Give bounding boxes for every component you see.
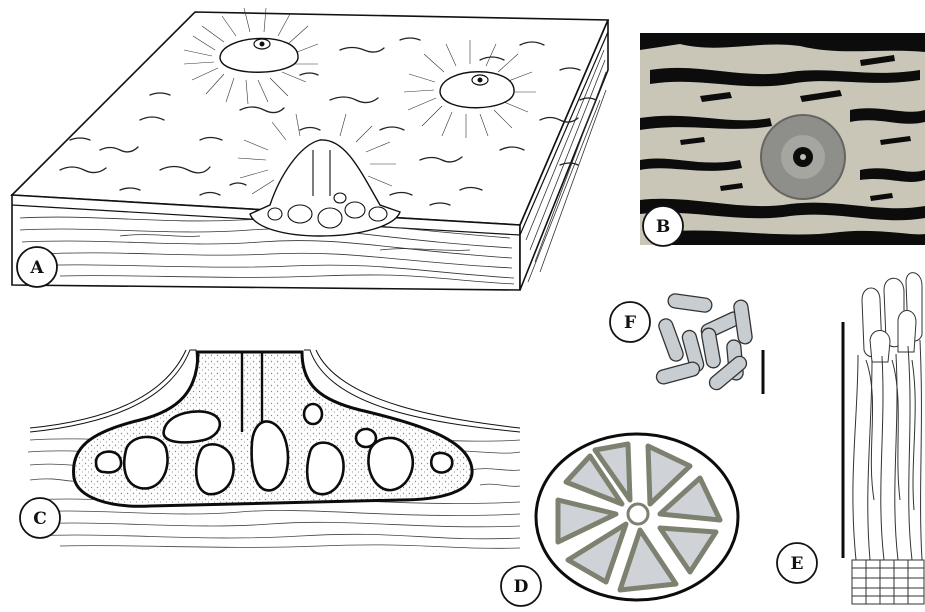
svg-text:F: F xyxy=(624,313,636,333)
basal-hyphae xyxy=(852,560,924,604)
panel-a-block-diagram: A xyxy=(12,8,608,290)
panel-label-d: D xyxy=(501,566,541,606)
svg-text:C: C xyxy=(33,509,47,529)
svg-text:E: E xyxy=(791,554,804,574)
svg-text:A: A xyxy=(29,258,44,278)
panel-label-b: B xyxy=(643,206,683,246)
panel-label-f: F xyxy=(610,302,650,342)
panel-label-a: A xyxy=(17,247,57,287)
panel-e-asci: E xyxy=(777,273,924,604)
panel-b-bark-photo: B xyxy=(640,33,925,246)
svg-text:D: D xyxy=(514,577,529,597)
panel-d-transverse-section: D xyxy=(501,434,738,606)
ascus-cells xyxy=(853,273,922,560)
panel-f-spores: F xyxy=(610,293,763,394)
spores xyxy=(655,293,753,392)
svg-text:B: B xyxy=(656,217,670,237)
panel-label-c: C xyxy=(20,498,60,538)
panel-c-stroma-section: C xyxy=(20,350,520,548)
panel-label-e: E xyxy=(777,543,817,583)
